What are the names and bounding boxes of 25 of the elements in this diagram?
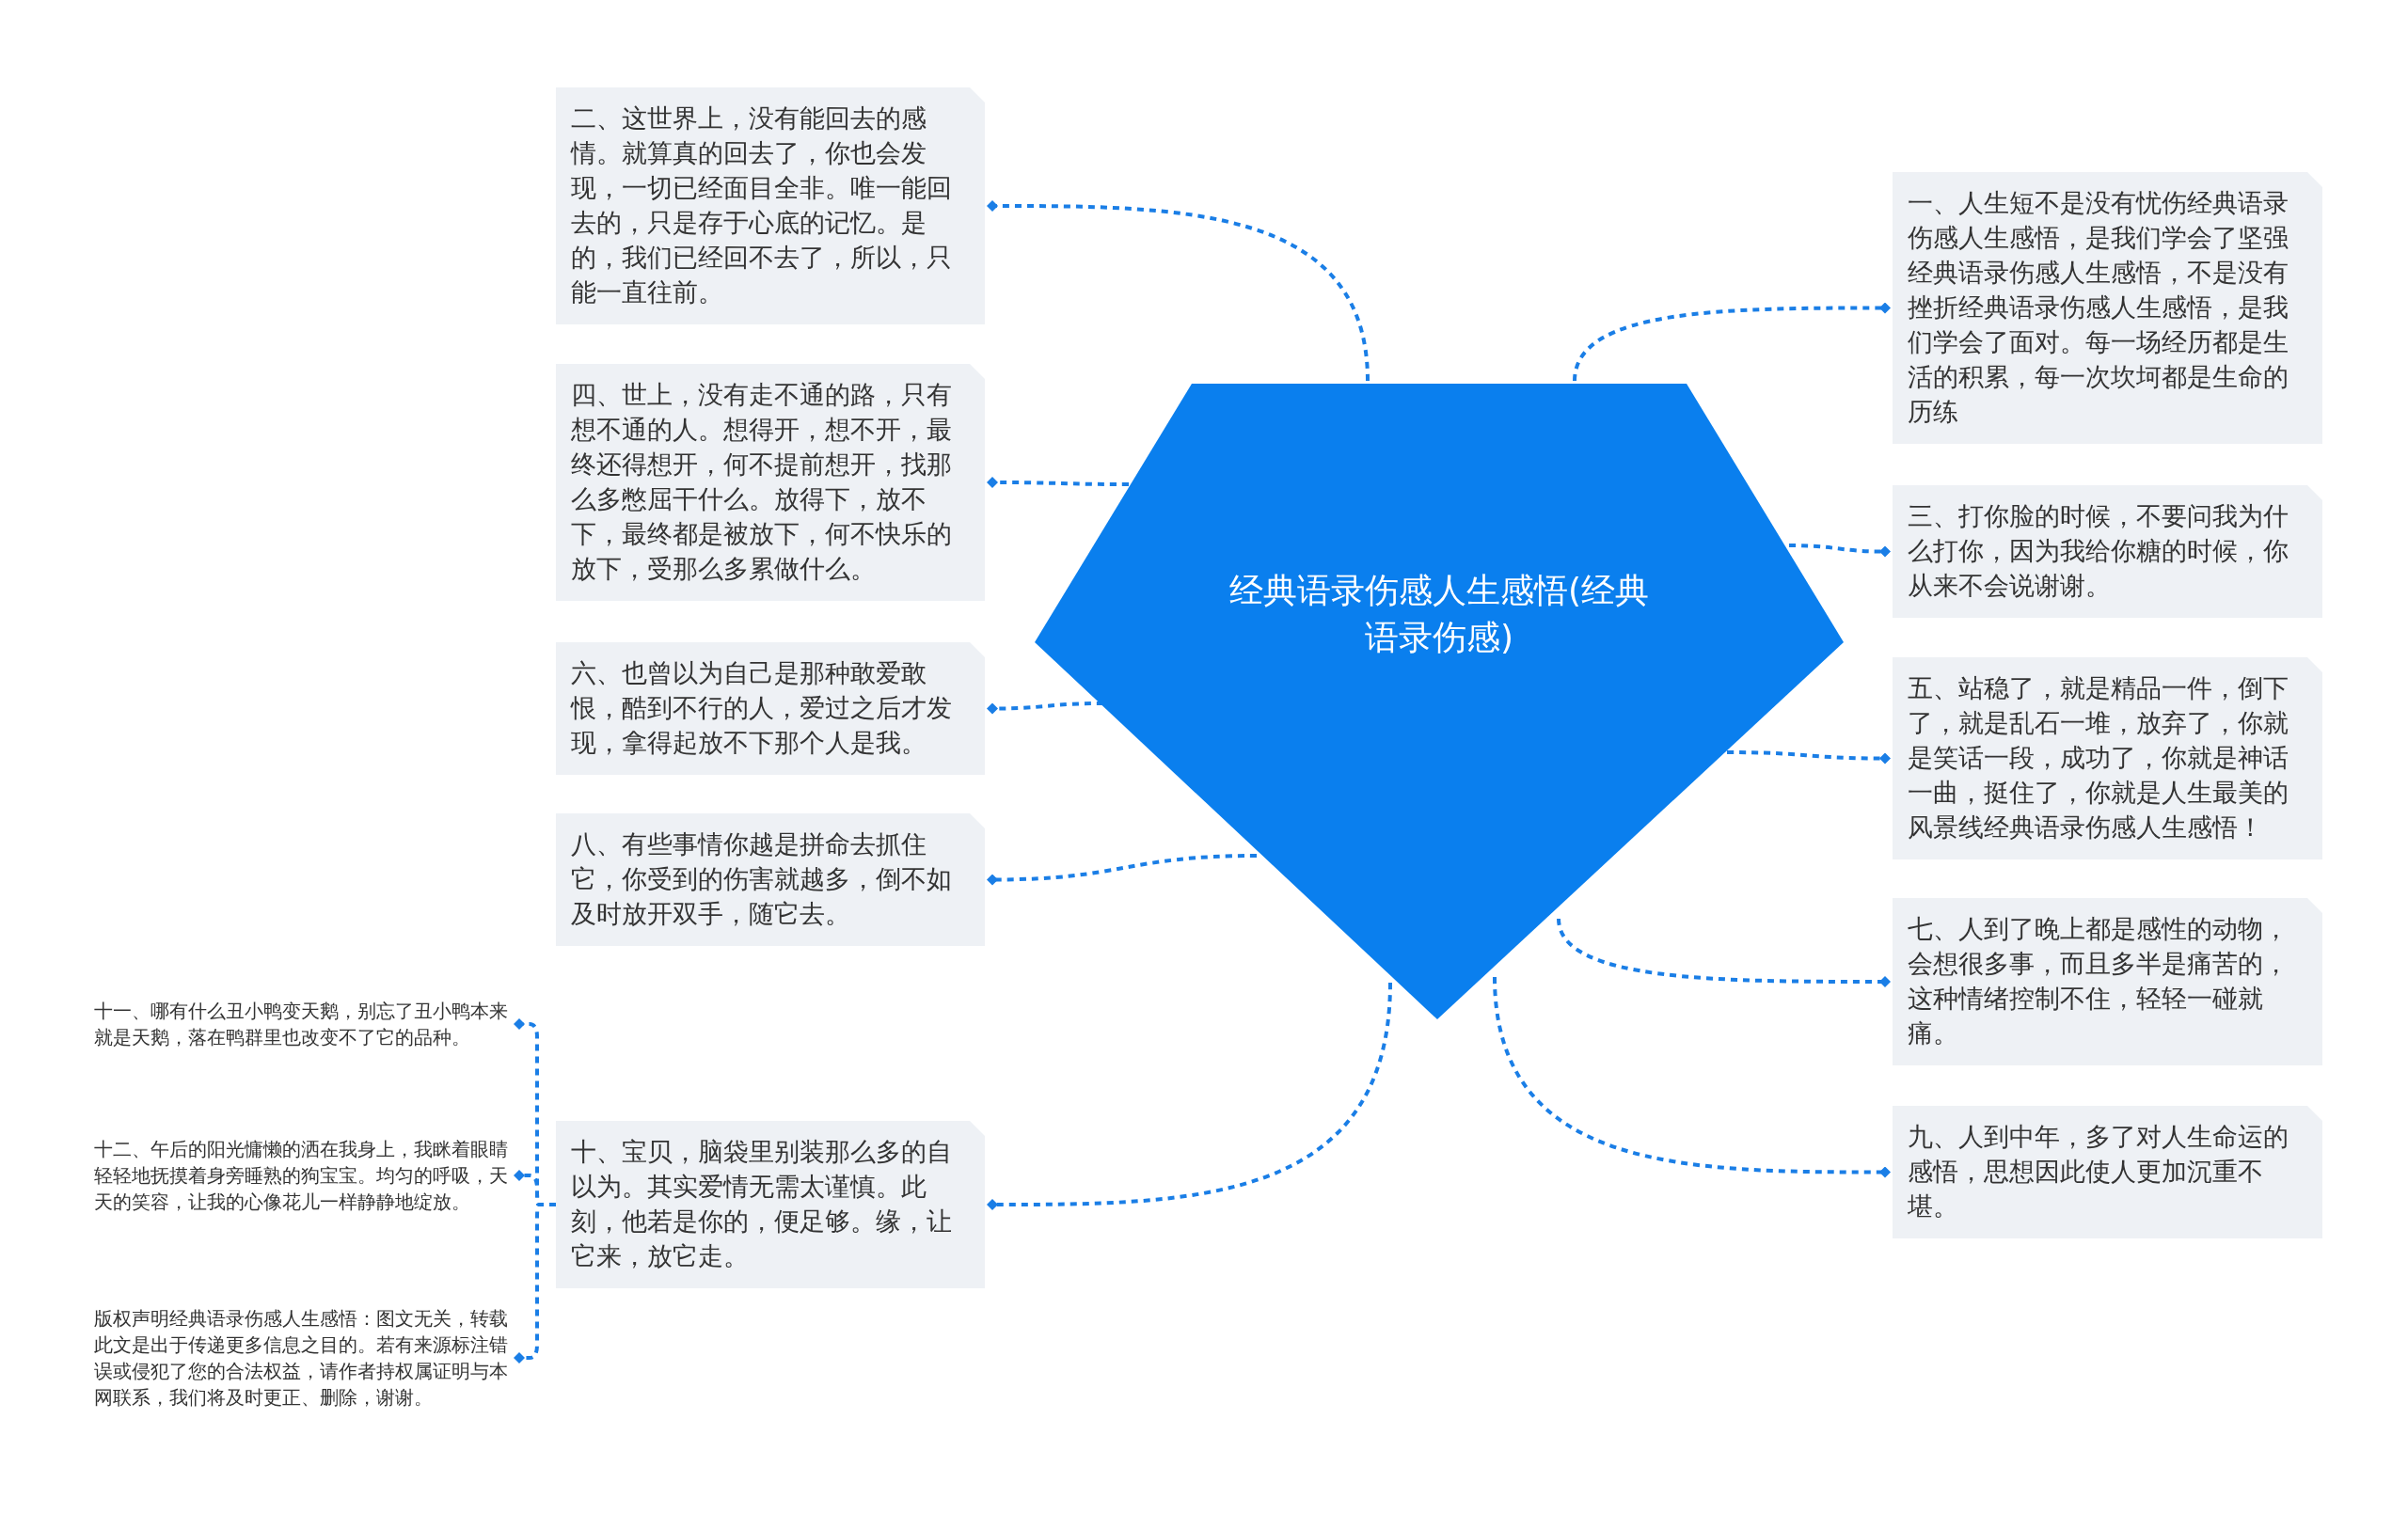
connector <box>987 701 1103 715</box>
text-card: 九、人到中年，多了对人生命运的感悟，思想因此使人更加沉重不堪。 <box>1893 1106 2322 1238</box>
connector <box>1573 302 1891 382</box>
connector <box>1727 750 1891 764</box>
connector <box>514 1203 556 1363</box>
note-text: 十二、午后的阳光慵懒的洒在我身上，我眯着眼睛轻轻地抚摸着身旁睡熟的狗宝宝。均匀的呼吸，天天的笑容，让我的心像花儿一样静静地绽放。 <box>94 1136 510 1215</box>
note-text: 十一、哪有什么丑小鸭变天鹅，别忘了丑小鸭本来就是天鹅，落在鸭群里也改变不了它的品种。 <box>94 998 510 1050</box>
text-card: 五、站稳了，就是精品一件，倒下了，就是乱石一堆，放弃了，你就是笑话一段，成功了，你就是神话一曲，挺住了，你就是人生最美的风景线经典语录伤感人生感悟！ <box>1893 657 2322 859</box>
text-card: 七、人到了晚上都是感性的动物，会想很多事，而且多半是痛苦的，这种情绪控制不住，轻轻一碰就痛。 <box>1893 898 2322 1065</box>
connector <box>1493 976 1891 1178</box>
connector <box>987 200 1370 382</box>
text-card: 三、打你脸的时候，不要问我为什么打你，因为我给你糖的时候，你从来不会说谢谢。 <box>1893 485 2322 618</box>
connector <box>987 854 1258 886</box>
text-card: 一、人生短不是没有忧伤经典语录伤感人生感悟，是我们学会了坚强经典语录伤感人生感悟，不是没有挫折经典语录伤感人生感悟，是我们学会了面对。每一场经历都是生活的积累，每一次坎坷都是生命的历练 <box>1893 172 2322 444</box>
text-card: 二、这世界上，没有能回去的感情。就算真的回去了，你也会发现，一切已经面目全非。唯一能回去的，只是存于心底的记忆。是的，我们已经回不去了，所以，只能一直往前。 <box>556 87 985 324</box>
text-card: 八、有些事情你越是拼命去抓住它，你受到的伤害就越多，倒不如及时放开双手，随它去。 <box>556 813 985 946</box>
connector <box>1788 544 1891 558</box>
text-card: 六、也曾以为自己是那种敢爱敢恨，酷到不行的人，爱过之后才发现，拿得起放不下那个人是我。 <box>556 642 985 775</box>
connector <box>987 982 1392 1210</box>
text-card: 四、世上，没有走不通的路，只有想不通的人。想得开，想不开，最终还得想开，何不提前想开，找那么多憋屈干什么。放得下，放不下，最终都是被放下，何不快乐的放下，受那么多累做什么。 <box>556 364 985 601</box>
connector <box>987 477 1129 488</box>
connector <box>1557 918 1891 987</box>
pentagon-node: 经典语录伤感人生感悟(经典语录伤感) <box>1035 384 1844 1019</box>
note-text: 版权声明经典语录伤感人生感悟：图文无关，转载此文是出于传递更多信息之目的。若有来源标注错误或侵犯了您的合法权益，请作者持权属证明与本网联系，我们将及时更正、删除，谢谢。 <box>94 1305 510 1411</box>
text-card: 十、宝贝，脑袋里别装那么多的自以为。其实爱情无需太谨慎。此刻，他若是你的，便足够。缘，让它来，放它走。 <box>556 1121 985 1288</box>
